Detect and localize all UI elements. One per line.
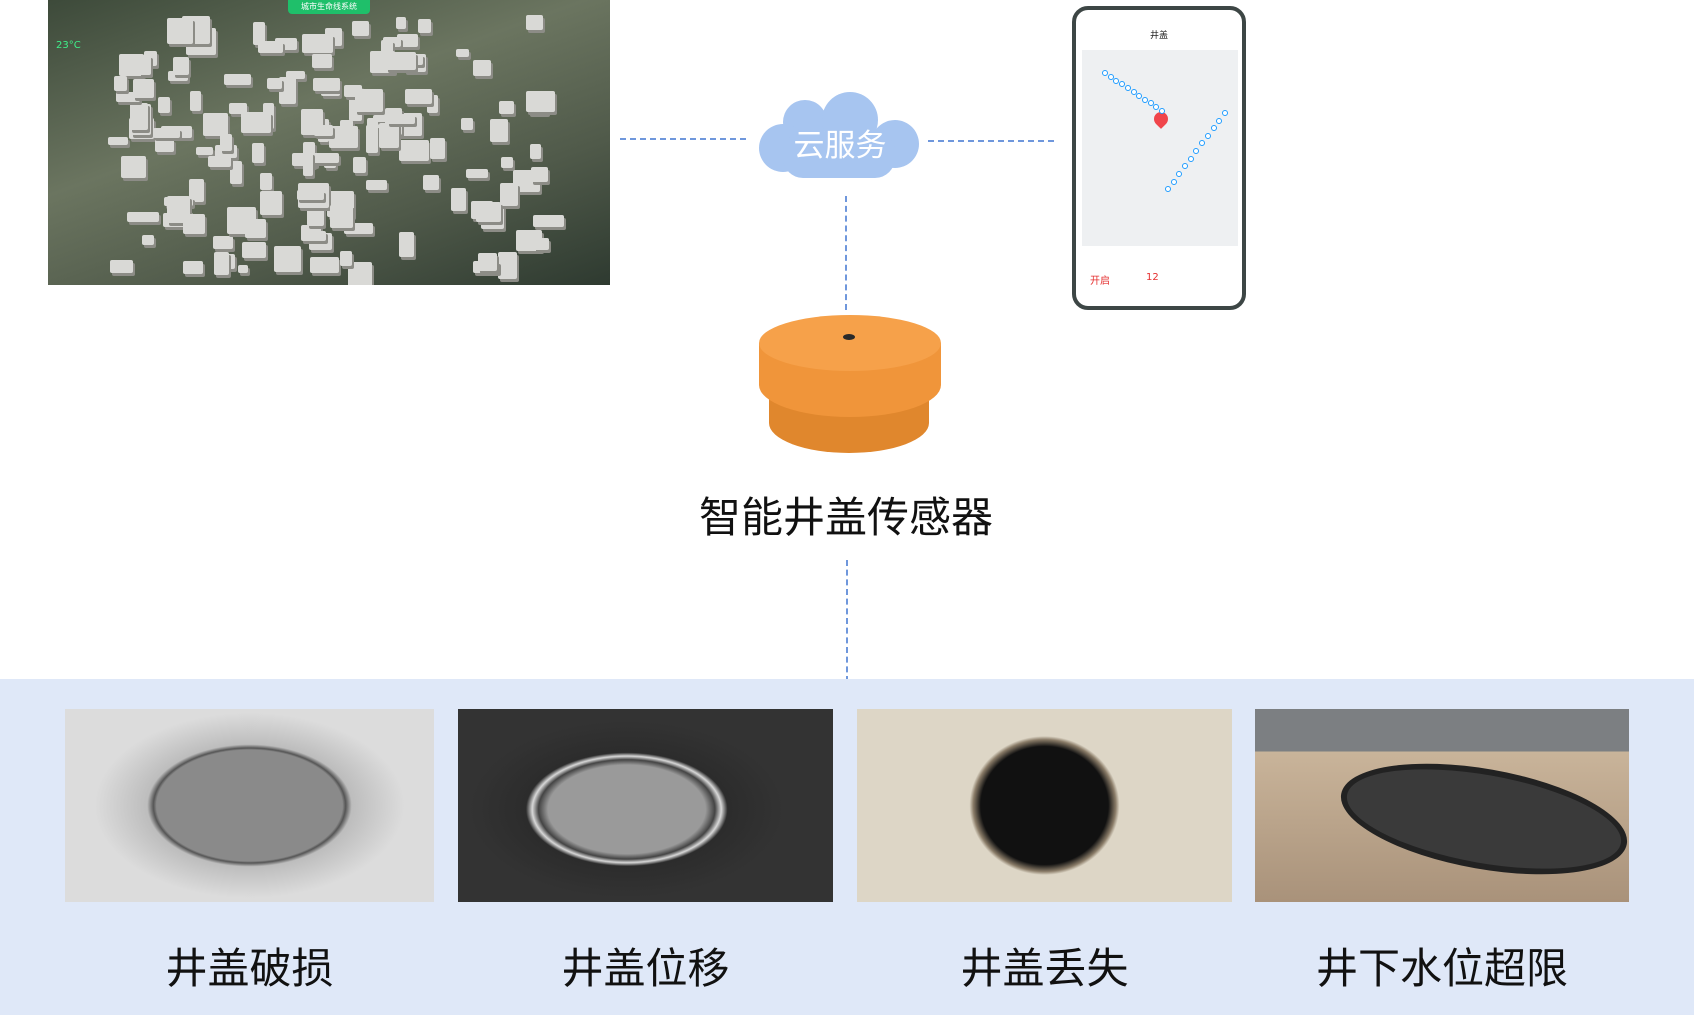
scenario-label: 井盖位移 (561, 944, 730, 993)
photo-broken-cover (65, 709, 434, 902)
manhole-marker-icon (1124, 85, 1131, 92)
scenario-label: 井下水位超限 (1315, 944, 1568, 993)
manhole-marker-icon (1159, 108, 1166, 115)
connector-dashboard-cloud (620, 138, 746, 140)
scenario-label: 井盖破损 (165, 944, 334, 993)
connector-sensor-scenarios (846, 560, 848, 682)
phone-map (1082, 50, 1238, 246)
manhole-marker-icon (1130, 89, 1137, 96)
manhole-marker-icon (1199, 140, 1206, 147)
manhole-marker-icon (1147, 100, 1154, 107)
scenario-label: 井盖丢失 (960, 944, 1129, 993)
manhole-marker-icon (1107, 73, 1114, 80)
phone-header: 井盖 (1149, 31, 1168, 41)
connector-cloud-phone (928, 140, 1054, 142)
manhole-sensor-device (759, 315, 941, 453)
sensor-label: 智能井盖传感器 (698, 493, 993, 542)
mobile-app-screenshot: 井盖 开启 12 (1072, 6, 1246, 310)
manhole-marker-icon (1182, 163, 1188, 170)
manhole-marker-icon (1210, 125, 1217, 132)
manhole-marker-icon (1113, 77, 1120, 84)
manhole-marker-icon (1164, 186, 1171, 193)
cloud-service-label: 云服务 (793, 128, 887, 164)
photo-missing-cover (857, 709, 1232, 902)
manhole-marker-icon (1187, 155, 1194, 162)
photo-displaced-cover (458, 709, 833, 902)
manhole-marker-icon (1222, 110, 1228, 116)
connector-cloud-sensor (845, 196, 847, 310)
city-dashboard-screenshot: 城市生命线系统 23°C (48, 0, 610, 285)
dashboard-title: 城市生命线系统 (288, 0, 370, 14)
cloud-icon (759, 92, 919, 178)
manhole-marker-icon (1204, 132, 1211, 139)
manhole-marker-icon (1142, 96, 1148, 103)
manhole-marker-icon (1176, 170, 1183, 177)
dashboard-temperature: 23°C (56, 40, 81, 51)
phone-status-value: 开启 (1090, 276, 1110, 287)
manhole-marker-icon (1170, 178, 1177, 185)
photo-flooded-cover (1255, 709, 1629, 902)
manhole-marker-icon (1216, 117, 1223, 124)
manhole-marker-icon (1136, 92, 1143, 99)
manhole-marker-icon (1193, 148, 1200, 155)
manhole-marker-icon (1153, 104, 1160, 111)
phone-reading-value: 12 (1146, 272, 1159, 283)
manhole-marker-icon (1102, 70, 1108, 76)
manhole-marker-icon (1119, 81, 1126, 88)
